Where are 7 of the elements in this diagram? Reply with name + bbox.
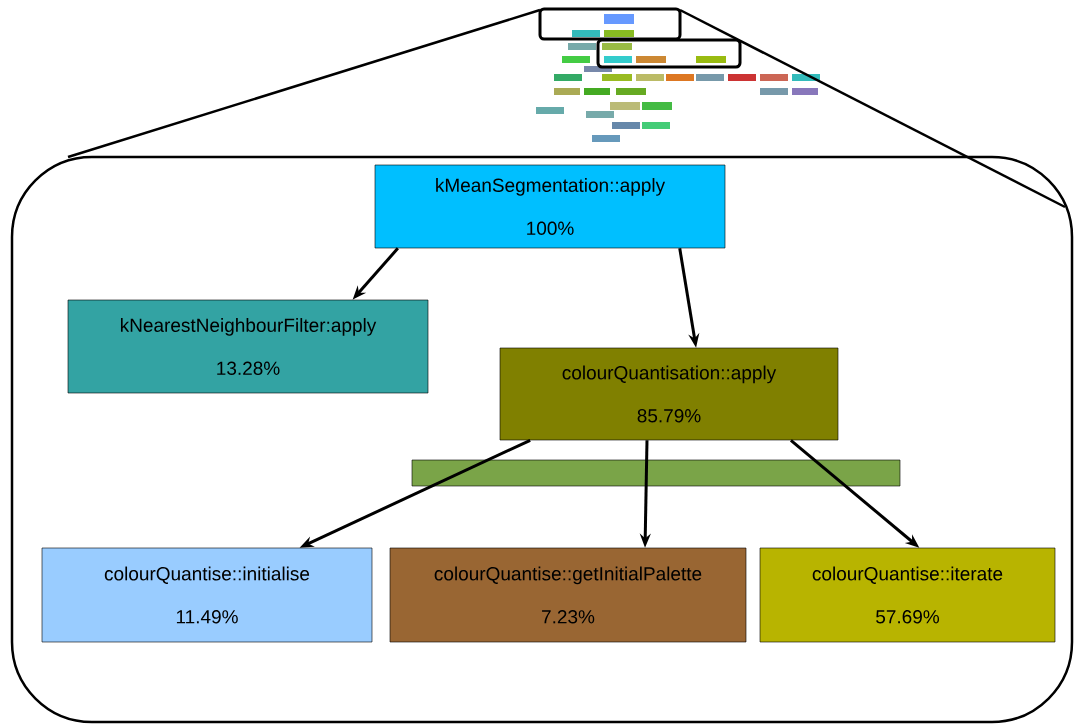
- function-box: colourQuantise::initialise 11.49%: [41, 547, 373, 643]
- function-box: kNearestNeighbourFilter:apply 13.28%: [67, 299, 429, 394]
- magnified-panel: [10, 155, 1074, 724]
- function-box: colourQuantise::getInitialPalette 7.23%: [389, 547, 747, 643]
- function-box: colourQuantise::iterate 57.69%: [759, 547, 1056, 643]
- function-box: kMeanSegmentation::apply 100%: [374, 164, 726, 249]
- function-box: colourQuantisation::apply 85.79%: [499, 347, 839, 441]
